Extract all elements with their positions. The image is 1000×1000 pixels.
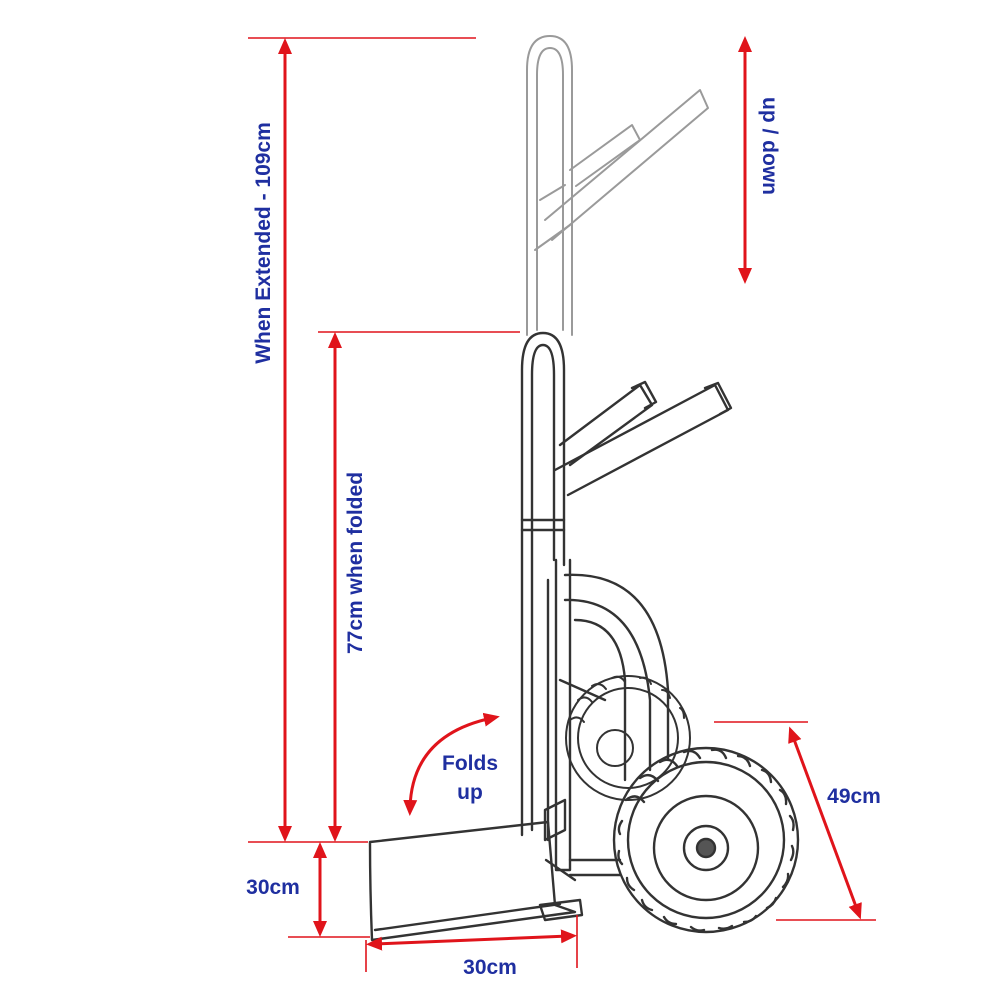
up-down-label: up / down: [758, 97, 781, 195]
front-wheel: [612, 746, 800, 934]
folded-height-label: 77cm when folded: [344, 472, 367, 654]
plate-height-label: 30cm: [246, 876, 300, 899]
extended-handle-ghost: [526, 35, 709, 336]
plate-width-arrow: [366, 929, 577, 951]
wheel-diameter-arrow: [788, 726, 862, 920]
extended-height-label: When Extended - 109cm: [252, 122, 275, 364]
toe-plate: [368, 820, 584, 942]
reference-lines: [248, 37, 876, 972]
folds-label-line1: Folds: [442, 752, 498, 775]
dimension-arrows: [278, 36, 862, 951]
main-frame: [520, 331, 733, 877]
folds-label-line2: up: [457, 781, 483, 804]
dimension-labels: When Extended - 109cm 77cm when folded u…: [246, 97, 881, 979]
folds-up-arrow: [403, 712, 500, 816]
wheel-diameter-label: 49cm: [827, 785, 881, 808]
hand-truck-sketch-icon: [368, 35, 800, 942]
rear-wheel: [565, 675, 691, 801]
plate-width-label: 30cm: [463, 956, 517, 979]
